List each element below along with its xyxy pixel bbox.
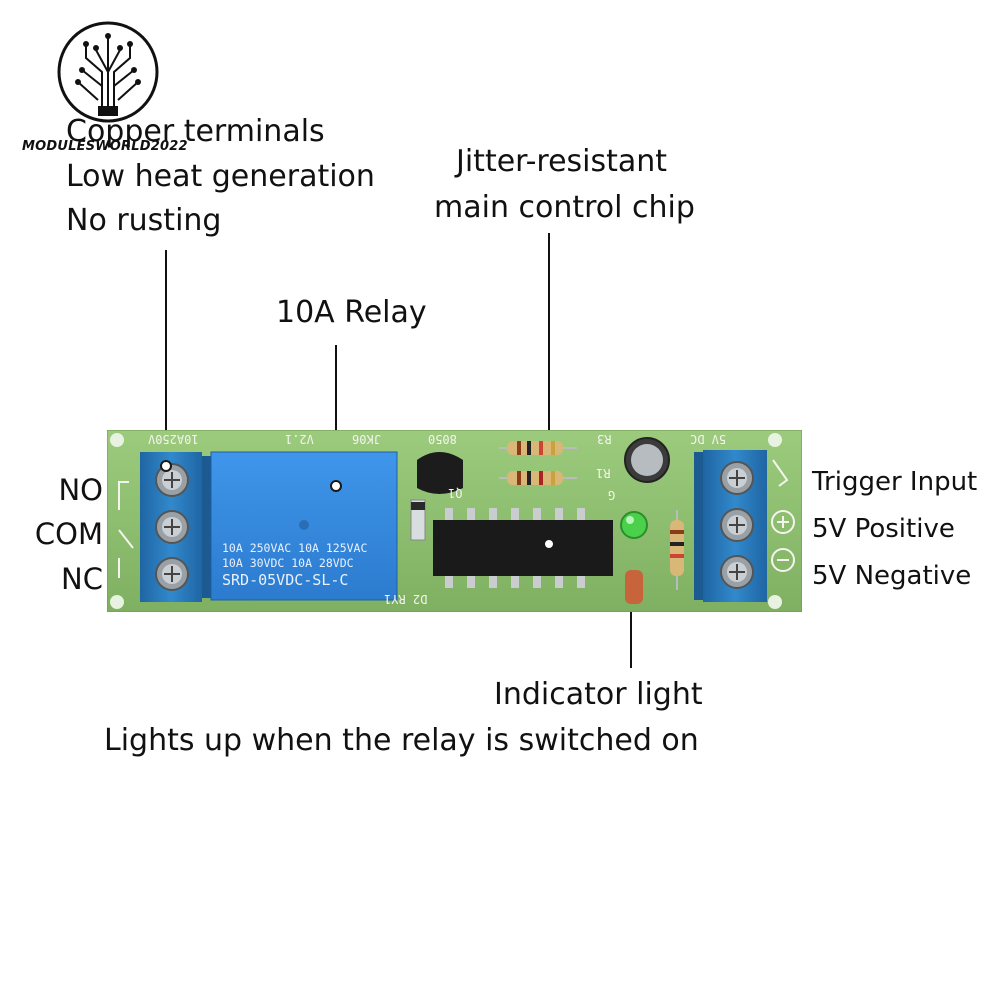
silk-r3: R3 xyxy=(597,432,612,446)
terminals-feature-3: No rusting xyxy=(66,203,222,238)
silk-rating: 10A250V xyxy=(148,432,199,446)
terminals-feature-1: Copper terminals xyxy=(66,114,325,149)
brand-name: MODULESWORLD2022 xyxy=(22,139,188,154)
relay-module-board xyxy=(106,429,803,613)
silk-r1: R1 xyxy=(596,466,611,480)
chip-feature-1: Jitter-resistant xyxy=(456,144,668,179)
silk-board: JK06 xyxy=(352,432,381,446)
relay-callout: 10A Relay xyxy=(276,295,427,330)
terminals-leader-line xyxy=(165,250,167,465)
pin-label-5v-positive: 5V Positive xyxy=(812,514,955,544)
silk-d2: D2 RY1 xyxy=(384,592,428,606)
relay-model: SRD-05VDC-SL-C xyxy=(222,571,349,589)
pin-label-no: NO xyxy=(58,473,103,507)
terminals-feature-2: Low heat generation xyxy=(66,159,375,194)
silk-q1: Q1 xyxy=(448,486,463,500)
silk-transistor: 8050 xyxy=(428,432,457,446)
pin-label-trigger-input: Trigger Input xyxy=(812,467,978,497)
pin-label-nc: NC xyxy=(61,562,103,596)
chip-callout-dot xyxy=(543,538,555,550)
chip-feature-2: main control chip xyxy=(434,190,695,225)
terminals-callout-dot xyxy=(160,460,172,472)
silk-g: G xyxy=(608,488,616,502)
indicator-callout-title: Indicator light xyxy=(494,677,703,712)
pin-label-com: COM xyxy=(34,517,103,551)
relay-leader-line xyxy=(335,345,337,485)
indicator-callout-desc: Lights up when the relay is switched on xyxy=(104,723,699,758)
relay-rating-line-1: 10A 250VAC 10A 125VAC xyxy=(222,541,368,555)
pin-label-5v-negative: 5V Negative xyxy=(812,561,972,591)
silk-dc: 5V DC xyxy=(690,432,727,446)
chip-leader-line xyxy=(548,233,550,543)
silk-version: V2.1 xyxy=(285,432,314,446)
relay-rating-line-2: 10A 30VDC 10A 28VDC xyxy=(222,556,354,570)
brand-logo xyxy=(56,20,160,124)
relay-callout-dot xyxy=(330,480,342,492)
